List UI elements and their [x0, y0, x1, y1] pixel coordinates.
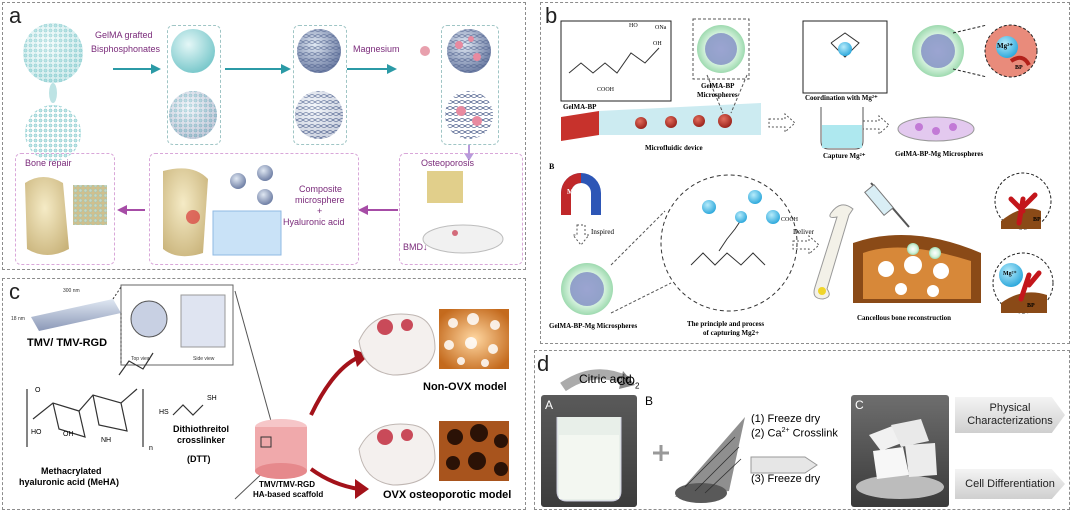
label-gelma-bp: GelMA-BP — [563, 103, 597, 111]
label-principle-1: The principle and process — [687, 320, 765, 328]
label-gelma-bp-mg: GelMA-BP-Mg Microspheres — [895, 150, 984, 158]
box-mesh — [293, 25, 347, 145]
citric-arrow — [560, 369, 818, 503]
label-meha-1: Methacrylated — [41, 466, 102, 476]
label-gelma-bp-mg-2: GelMA-BP-Mg Microspheres — [549, 322, 638, 330]
label-microfluidic: Microfluidic device — [645, 144, 703, 152]
label-step1: (1) Freeze dry — [751, 413, 821, 425]
label-bmd: BMD↓ — [403, 242, 428, 252]
label-physical-2: Characterizations — [967, 415, 1053, 427]
label-dim-300: 300 nm — [63, 288, 80, 294]
cell-differentiation-arrow: Cell Differentiation — [955, 469, 1065, 499]
panel-d: d A Citric acid CO2 B (1) Freeze dry (2)… — [534, 350, 1070, 510]
chem-oh: OH — [63, 431, 74, 438]
panel-a: a — [2, 2, 526, 270]
label-cell: Cell Differentiation — [965, 477, 1055, 490]
chem-oh: OH — [653, 41, 662, 47]
panel-label-d: d — [537, 351, 550, 376]
label-sub-b: B — [645, 394, 654, 408]
chem-nh: NH — [101, 437, 112, 444]
label-ovx: OVX osteoporotic model — [383, 489, 512, 501]
chem-ho: HO — [629, 23, 638, 29]
label-step2-a: (2) Ca — [751, 427, 782, 440]
chem-o-1: O — [35, 387, 41, 394]
label-capture: Capture Mg²⁺ — [823, 152, 866, 160]
box-magnesium — [441, 25, 499, 145]
box-composite — [149, 153, 359, 265]
label-grafted-2: Bisphosphonates — [91, 44, 161, 54]
microsphere-illustration — [23, 23, 504, 257]
label-scaffold-1: TMV/TMV-RGD — [259, 480, 315, 489]
label-bp-zoom-2: BP — [1033, 217, 1041, 223]
label-co2-text: CO — [617, 374, 635, 388]
label-composite-1: Composite — [299, 184, 343, 194]
panel-label-a: a — [9, 3, 22, 28]
label-dtt-1: Dithiothreitol — [173, 424, 229, 434]
label-dtt-3: (DTT) — [187, 454, 211, 464]
label-citric: Citric acid — [579, 372, 632, 386]
label-non-ovx: Non-OVX model — [423, 381, 507, 393]
label-deliver: Deliver — [793, 228, 814, 236]
label-step2-b: Crosslink — [789, 427, 838, 440]
label-composite-4: Hyaluronic acid — [283, 217, 345, 227]
label-inspired: Inspired — [591, 228, 614, 236]
tmv-scaffold-illustration — [26, 284, 509, 500]
box-grafted — [167, 25, 221, 145]
chem-ona: ONa — [655, 25, 667, 31]
box-bone-repair — [15, 153, 115, 265]
label-gelma-bp-micro-1: GelMA-BP — [701, 82, 735, 90]
chem-n: n — [149, 445, 153, 452]
label-magnesium: Magnesium — [353, 44, 400, 54]
label-coordination: Coordination with Mg²⁺ — [805, 94, 878, 102]
label-cancellous: Cancellous bone reconstruction — [857, 314, 951, 322]
label-dtt-2: crosslinker — [177, 435, 226, 445]
label-top-view: Top view — [131, 356, 151, 362]
gelma-bp-illustration — [560, 18, 1054, 315]
label-tmv: TMV/ TMV-RGD — [27, 337, 108, 349]
panel-label-b: b — [545, 3, 558, 28]
label-bp-zoom-3: BP — [1027, 303, 1035, 309]
label-gelma-bp-micro-2: Microspheres — [697, 91, 738, 99]
label-co2: CO2 — [617, 374, 640, 391]
label-co2-sub: 2 — [635, 381, 640, 391]
label-sub-a: A — [545, 398, 554, 412]
panel-label-c: c — [9, 279, 20, 304]
label-principle-2: of capturing Mg2+ — [703, 329, 760, 337]
label-sub-b: B — [549, 162, 555, 171]
chem-sh: SH — [207, 395, 217, 402]
label-meha-2: hyaluronic acid (MeHA) — [19, 477, 120, 487]
label-magnet: Magnet — [567, 188, 590, 196]
chem-cooh: COOH — [597, 87, 615, 93]
label-step2: (2) Ca2+ Crosslink — [751, 427, 838, 440]
panel-c: c — [2, 278, 526, 510]
label-mg-ion-zoom: Mg²⁺ — [997, 42, 1013, 50]
chem-hs: HS — [159, 409, 169, 416]
label-dim-18: 18 nm — [11, 316, 25, 322]
label-composite-2: microsphere — [295, 195, 345, 205]
label-osteoporosis: Osteoporosis — [421, 158, 475, 168]
chem-cooh-2: COOH — [781, 217, 799, 223]
panel-b: b — [540, 2, 1070, 344]
label-step3: (3) Freeze dry — [751, 473, 821, 485]
label-grafted-1: GelMA grafted — [95, 30, 153, 40]
chem-ho: HO — [31, 429, 42, 436]
label-side-view: Side view — [193, 356, 215, 362]
label-step2-sup: 2+ — [781, 427, 790, 434]
label-bone-repair: Bone repair — [25, 158, 72, 168]
label-sub-c: C — [855, 398, 864, 412]
scaffold-photo — [851, 395, 949, 507]
beaker-photo — [541, 395, 637, 507]
label-physical-1: Physical — [989, 402, 1031, 415]
label-scaffold-2: HA-based scaffold — [253, 490, 324, 499]
label-bp-zoom: BP — [1015, 65, 1023, 71]
label-composite-3: + — [317, 206, 323, 216]
box-osteoporosis — [399, 153, 523, 265]
label-mg-ion-zoom-2: Mg²⁺ — [1003, 271, 1017, 277]
